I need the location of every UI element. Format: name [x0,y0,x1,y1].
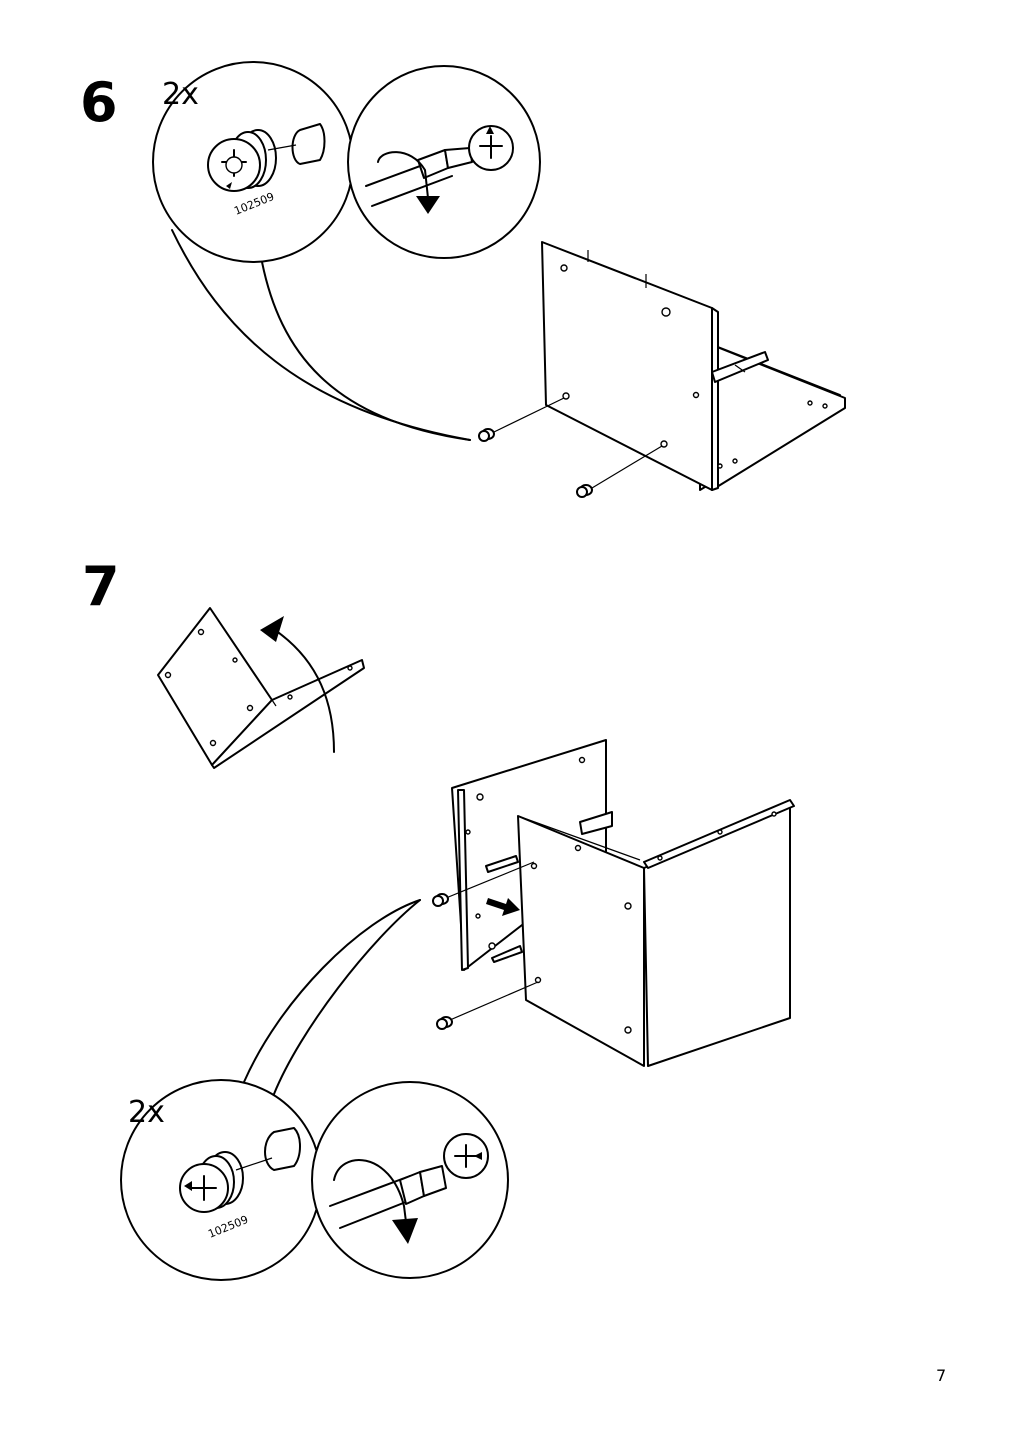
push-arrow-icon [486,898,520,916]
flip-arrow-icon [260,616,335,753]
step-6-detail-callout: 102509 [152,61,541,441]
step-number: 6 [80,71,118,134]
step-6-cabinet [478,241,846,498]
screwdriver-icon [329,1133,489,1229]
cam-fitting-icon [576,484,593,498]
cam-fitting-icon [436,1016,453,1030]
cam-fitting-icon [478,428,495,442]
step-number: 7 [82,555,120,618]
page-number: 7 [936,1366,947,1385]
quantity-label: 2x [128,1095,165,1130]
rotate-arrow-icon [377,151,440,214]
step-7-detail-callout: 102509 [120,899,509,1281]
rotate-arrow-icon [333,1159,418,1244]
step-7-cabinet [432,739,795,1067]
quantity-label: 2x [162,77,199,112]
cam-fitting-icon [432,893,449,907]
flip-cabinet-illustration [157,607,365,769]
cam-lock-icon: 102509 [207,123,326,218]
